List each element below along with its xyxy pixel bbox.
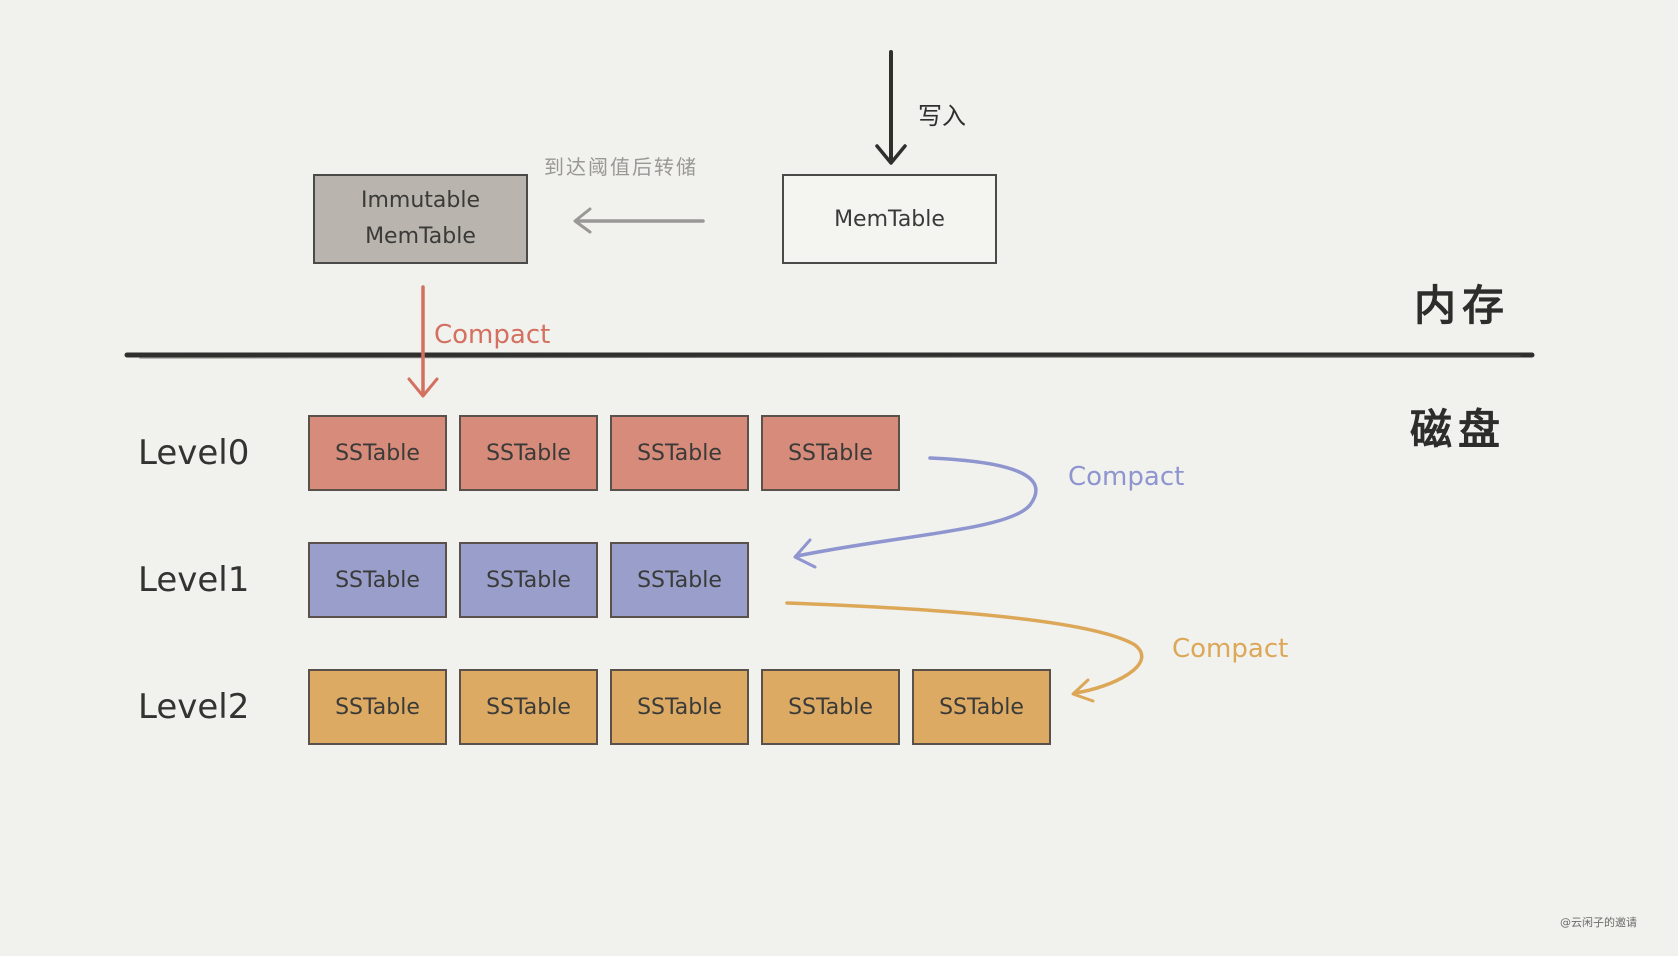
write-arrow-head: [875, 144, 907, 165]
write-label: 写入: [918, 102, 966, 130]
compact-arrow-blue-head: [793, 538, 817, 569]
level0-sstable: SSTable: [308, 415, 447, 491]
compact-arrow-orange: [785, 601, 1144, 695]
level2-sstable: SSTable: [308, 669, 447, 745]
watermark: @云闲子的邀请: [1560, 916, 1637, 929]
immutable-memtable-line1: Immutable: [360, 188, 480, 213]
immutable-memtable-line2: MemTable: [365, 224, 476, 249]
region-label-disk: 磁盘: [1410, 405, 1507, 454]
level0-sstable: SSTable: [459, 415, 598, 491]
level0-label: Level0: [138, 433, 250, 473]
level1-sstable: SSTable: [308, 542, 447, 618]
level2-sstable: SSTable: [610, 669, 749, 745]
level1-label: Level1: [138, 560, 250, 600]
level1-sstable: SSTable: [610, 542, 749, 618]
level1-sstable: SSTable: [459, 542, 598, 618]
level2-label: Level2: [138, 687, 250, 727]
memory-disk-divider-texture: [139, 355, 1521, 359]
immutable-memtable-box: Immutable MemTable: [313, 174, 528, 264]
level2-sstable: SSTable: [912, 669, 1051, 745]
level0-sstable: SSTable: [610, 415, 749, 491]
compact-arrow-orange-head: [1071, 678, 1095, 703]
level2-sstable: SSTable: [761, 669, 900, 745]
compact-label-level1: Compact: [1068, 462, 1185, 492]
memtable-box: MemTable: [782, 174, 997, 264]
compact-label-level2: Compact: [1172, 634, 1289, 664]
compact-arrow-blue: [795, 456, 1038, 558]
compact-label-level0: Compact: [434, 320, 551, 350]
level0-sstable: SSTable: [761, 415, 900, 491]
level2-sstable: SSTable: [459, 669, 598, 745]
compact-arrow-red-head: [407, 377, 439, 398]
region-label-memory: 内存: [1414, 281, 1511, 330]
flush-arrow-head: [573, 207, 592, 234]
threshold-label: 到达阈值后转储: [544, 155, 698, 179]
